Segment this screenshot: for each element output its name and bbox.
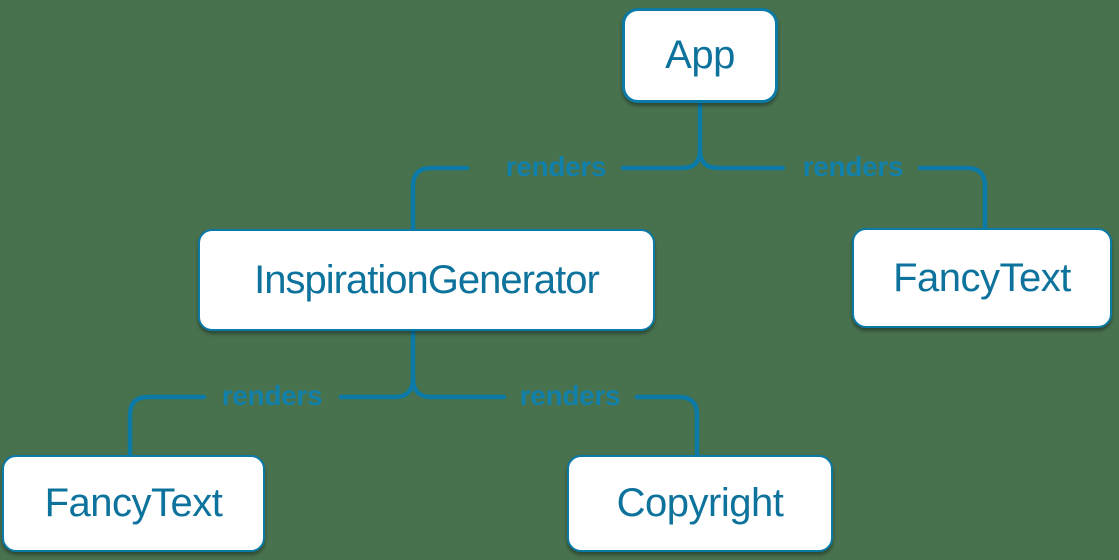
node-fancy-text-right-label: FancyText: [893, 255, 1071, 300]
node-fancy-text-left-label: FancyText: [44, 481, 223, 525]
node-copyright-label: Copyright: [616, 481, 784, 525]
node-fancy-text-right: FancyText: [852, 228, 1112, 328]
edge-label-renders-app-fancytext: renders: [794, 151, 912, 183]
node-app: App: [622, 8, 778, 103]
edge-app-to-fancytext-start: [697, 147, 786, 171]
node-inspiration-generator: InspirationGenerator: [198, 229, 655, 331]
edge-label-renders-app-inspirationgenerator: renders: [497, 151, 615, 183]
edge-label-renders-inspirationgenerator-fancytext: renders: [213, 380, 331, 412]
edge-inspirationgenerator-to-fancytext-end: [127, 394, 207, 458]
node-copyright: Copyright: [567, 455, 833, 552]
node-app-label: App: [665, 33, 735, 77]
edge-label-renders-inspirationgenerator-copyright: renders: [511, 380, 629, 412]
edge-app-to-inspirationgenerator-end: [410, 165, 470, 232]
node-fancy-text-left: FancyText: [2, 455, 265, 552]
node-inspiration-generator-label: InspirationGenerator: [254, 257, 600, 302]
edge-inspirationgenerator-to-copyright-start: [410, 375, 507, 400]
edge-app-to-inspirationgenerator-start: [620, 100, 703, 171]
edge-app-to-fancytext-end: [917, 165, 988, 231]
edge-inspirationgenerator-to-fancytext-start: [338, 328, 416, 400]
edge-inspirationgenerator-to-copyright-end: [634, 394, 700, 458]
